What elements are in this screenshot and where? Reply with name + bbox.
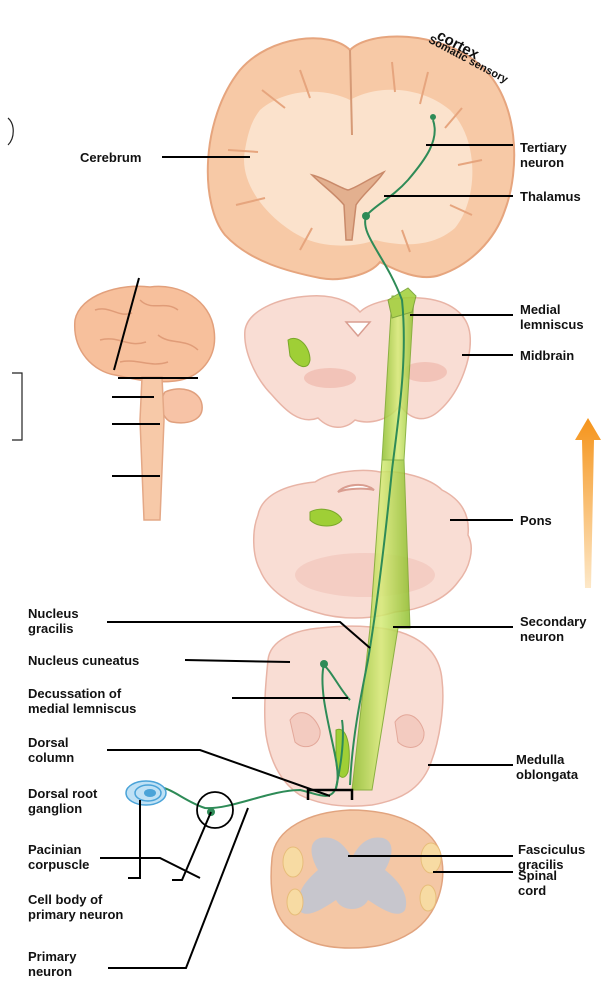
left-bracket-mark [12,373,22,440]
label-pacinian: Pacinian corpuscle [28,842,89,872]
dorsal-root-ganglion-circle [197,792,233,828]
inset-brainstem [140,377,164,520]
label-nucleus-cuneatus: Nucleus cuneatus [28,653,139,668]
leader-primary-neuron [108,808,248,968]
nucleus-gracilis-neuron-body [320,660,328,668]
label-medulla: Medulla oblongata [516,752,578,782]
label-decussation: Decussation of medial lemniscus [28,686,136,716]
spinal-cord-section [271,810,443,948]
spinal-ventral-root-right [420,885,436,911]
upward-arrow [575,418,601,588]
label-midbrain: Midbrain [520,348,574,363]
label-dorsal-column: Dorsal column [28,735,74,765]
spinal-dorsal-root-right [421,843,441,873]
pacinian-corpuscle [126,781,166,805]
cortex-neuron-terminal [430,114,436,120]
thalamus-neuron-body [362,212,370,220]
label-cell-body: Cell body of primary neuron [28,892,123,922]
label-pons: Pons [520,513,552,528]
cerebrum-section [208,36,514,279]
label-spinal-cord: Spinal cord [518,868,557,898]
label-medial-lemniscus: Medial lemniscus [520,302,584,332]
label-dorsal-root-ganglion: Dorsal root ganglion [28,786,97,816]
midbrain-substantia [304,368,356,388]
spinal-ventral-root-left [287,889,303,915]
pons-basilar [295,553,435,597]
label-thalamus: Thalamus [520,189,581,204]
pons-section [254,470,471,618]
label-cerebrum: Cerebrum [80,150,141,165]
label-secondary-neuron: Secondary neuron [520,614,586,644]
leader-pacinian [128,800,140,878]
spinal-dorsal-root-left [283,847,303,877]
label-nucleus-gracilis: Nucleus gracilis [28,606,79,636]
leader-cell-body [172,812,211,880]
left-paren-mark [8,118,13,145]
inset-cerebrum [75,286,215,382]
label-tertiary-neuron: Tertiary neuron [520,140,567,170]
lateral-brain-inset [75,278,215,520]
inset-cerebellum [161,389,202,423]
label-primary-neuron: Primary neuron [28,949,76,979]
